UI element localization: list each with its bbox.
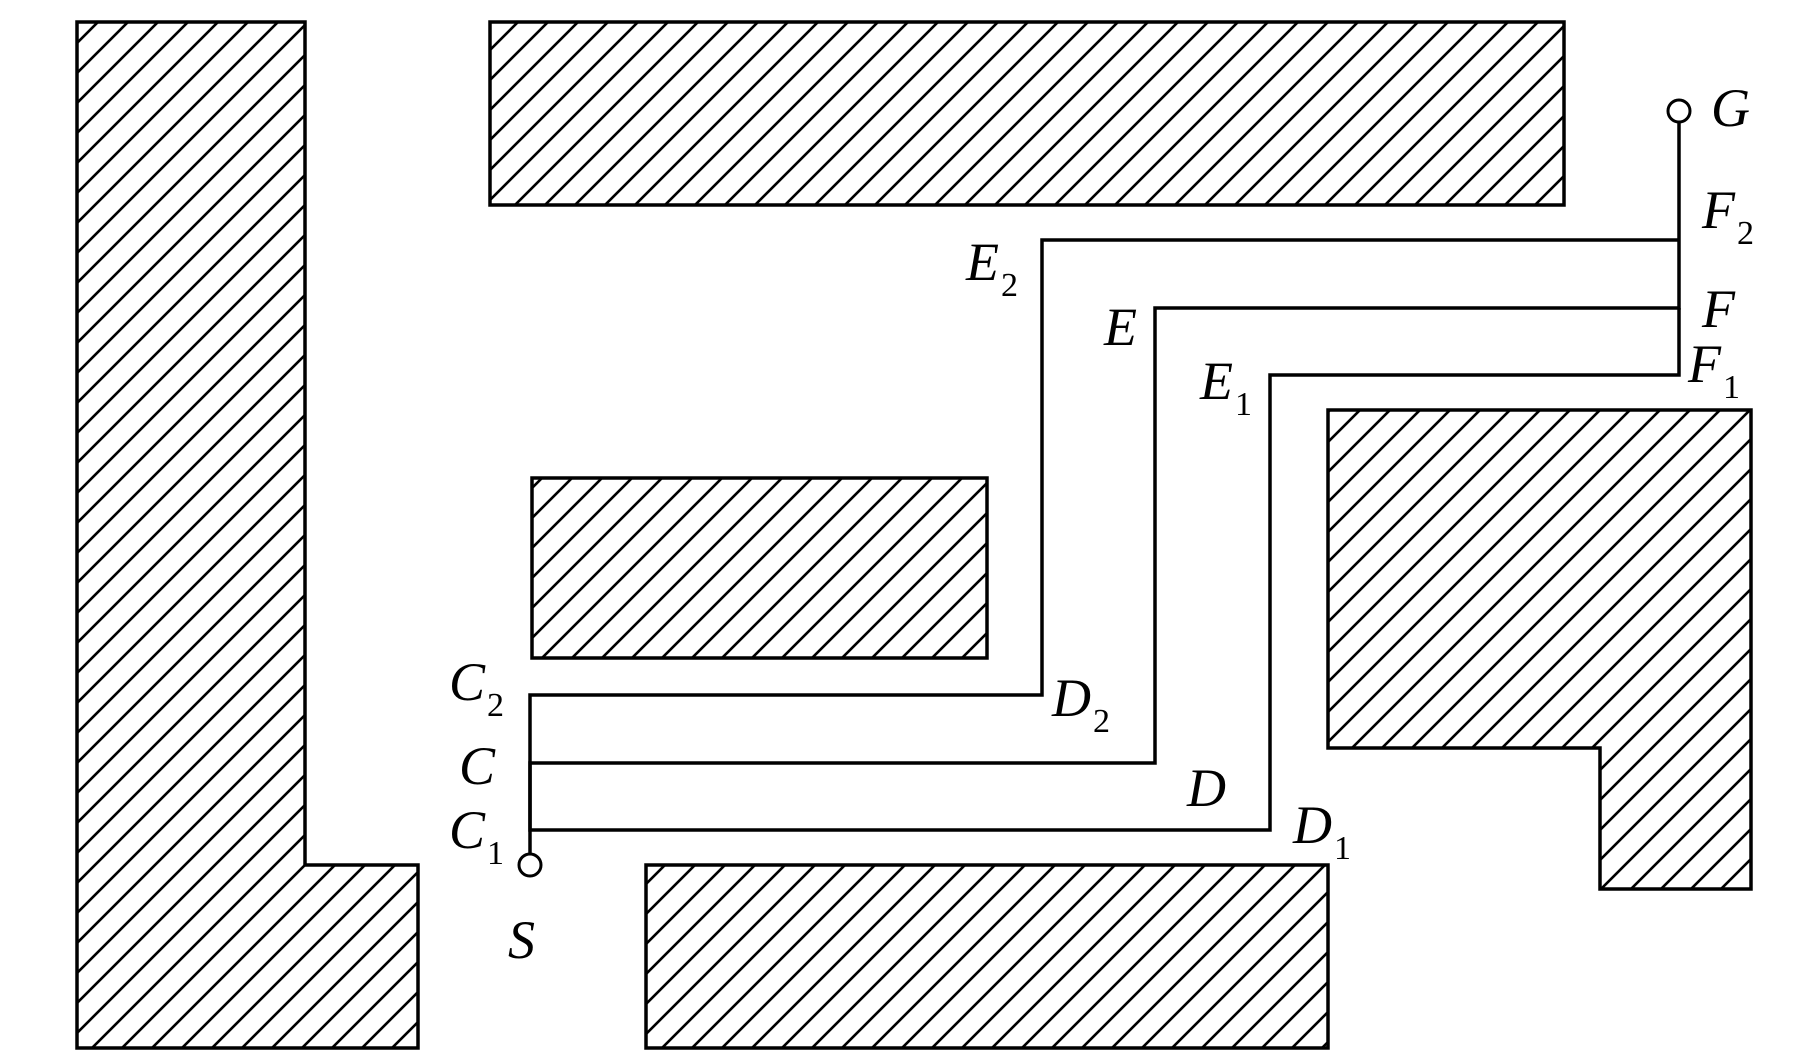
label-c2: C2	[449, 652, 504, 724]
obstacle-right	[1326, 408, 1753, 891]
label-e: E	[1103, 297, 1137, 357]
goal-point-marker	[1666, 98, 1692, 124]
obstacle-middle	[530, 476, 989, 660]
label-f1: F1	[1687, 334, 1740, 406]
label-f: F	[1701, 279, 1736, 339]
obstacle-top	[488, 20, 1566, 207]
label-c: C	[459, 736, 496, 796]
label-s: S	[508, 910, 535, 970]
start-point-marker	[517, 852, 543, 878]
label-d1: D1	[1292, 795, 1351, 867]
label-g: G	[1711, 78, 1750, 138]
label-f2: F2	[1701, 180, 1754, 252]
label-e1: E1	[1199, 351, 1252, 423]
path-lower	[528, 308, 1681, 832]
label-c1: C1	[449, 800, 504, 872]
label-d2: D2	[1051, 668, 1110, 740]
label-d: D	[1186, 758, 1226, 818]
label-e2: E2	[965, 232, 1018, 304]
path-upper	[528, 238, 1679, 763]
obstacle-left-l-shape	[75, 20, 420, 1050]
obstacle-bottom	[644, 863, 1330, 1050]
